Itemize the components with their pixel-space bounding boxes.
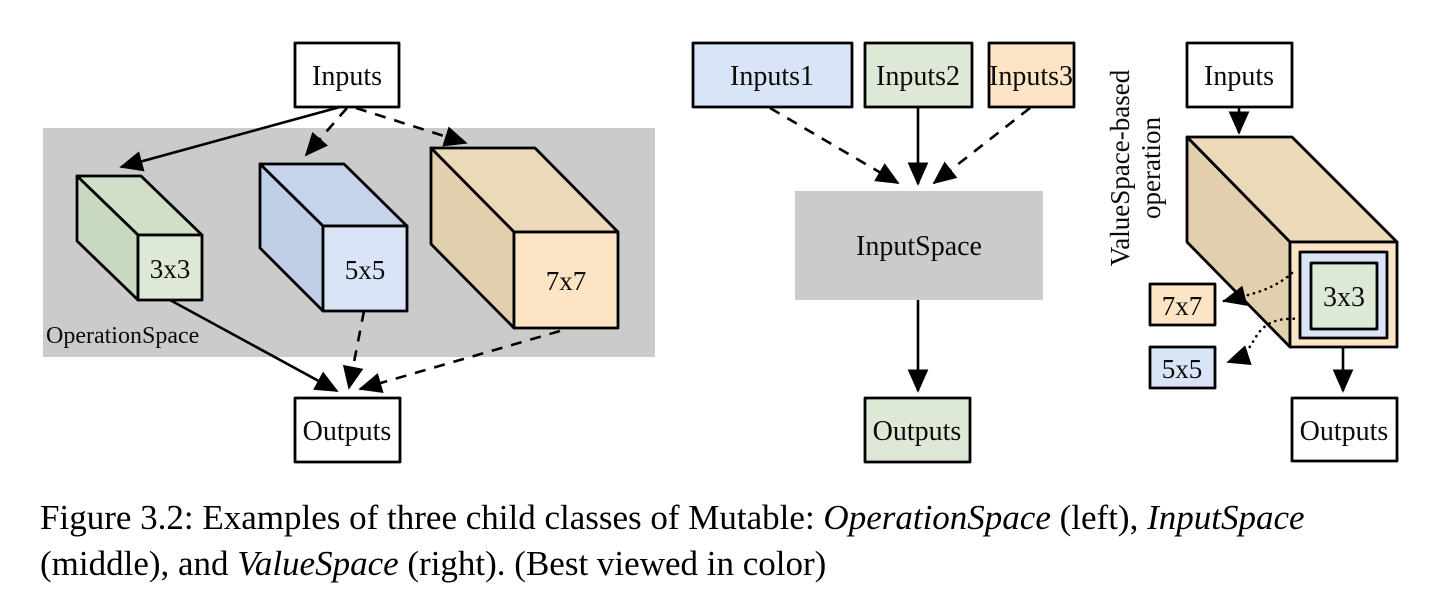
left-inputs-label: Inputs xyxy=(312,61,382,92)
box-5x5-front-face xyxy=(321,224,409,313)
inputs1-node: Inputs1 xyxy=(691,41,854,109)
right-outputs-box xyxy=(1290,396,1399,463)
input-space-diagram: Inputs1 Inputs2 Inputs3 InputSpace Outpu… xyxy=(691,41,1076,464)
inputs1-box xyxy=(691,41,854,109)
kernel-7x7-tag: 7x7 xyxy=(1148,282,1217,327)
right-outputs-node: Outputs xyxy=(1290,396,1399,463)
inputs3-label: Inputs3 xyxy=(989,61,1073,92)
arrow-7x7-to-outputs xyxy=(358,329,561,393)
inputs2-label: Inputs2 xyxy=(876,61,960,92)
right-outputs-label: Outputs xyxy=(1300,416,1389,447)
middle-outputs-node: Outputs xyxy=(863,396,972,464)
valuespace-core-3x3 xyxy=(1309,261,1379,331)
left-outputs-node: Outputs xyxy=(293,396,402,464)
inputspace-node: InputSpace xyxy=(795,191,1043,300)
dotted-arrow-to-5x5-tag xyxy=(1226,317,1302,366)
kernel-7x7-tag-label: 7x7 xyxy=(1162,291,1203,321)
caption-valuespace-italic: ValueSpace xyxy=(237,544,399,583)
operation-space-diagram: OperationSpace 3x3 5x5 7x7 xyxy=(43,41,655,464)
box-7x7-label: 7x7 xyxy=(546,266,587,296)
right-inputs-label: Inputs xyxy=(1204,61,1274,92)
valuespace-cuboid: 3x3 xyxy=(1185,135,1399,349)
kernel-5x5-tag: 5x5 xyxy=(1148,345,1217,390)
dotted-arrow-to-7x7-tag xyxy=(1222,271,1294,306)
operation-box-5x5: 5x5 xyxy=(258,162,409,313)
inputs3-node: Inputs3 xyxy=(987,41,1076,109)
caption-inputspace-italic: InputSpace xyxy=(1147,498,1305,537)
arrow-inputs3-to-inputspace xyxy=(932,106,1031,185)
inputspace-box xyxy=(795,191,1043,300)
valuespace-rotated-label-line2: operation xyxy=(1136,117,1166,219)
operation-space-label: OperationSpace xyxy=(46,323,199,349)
arrow-inputs-to-3x3 xyxy=(119,105,341,172)
inputs2-node: Inputs2 xyxy=(863,41,974,109)
left-inputs-node: Inputs xyxy=(293,41,401,109)
caption-text: (middle), and xyxy=(40,544,238,583)
caption-text: (right). (Best viewed in color) xyxy=(398,544,827,583)
kernel-7x7-tag-box xyxy=(1148,282,1217,327)
left-outputs-label: Outputs xyxy=(303,416,392,447)
arrow-inputs1-to-inputspace xyxy=(769,106,900,185)
arrow-5x5-to-outputs xyxy=(342,310,366,390)
value-space-diagram: ValueSpace-based operation Inputs 3x3 7x… xyxy=(1105,41,1399,463)
box-3x3-label: 3x3 xyxy=(150,254,191,284)
left-outputs-box xyxy=(293,396,402,464)
caption-text: (left), xyxy=(1050,498,1148,537)
right-inputs-box xyxy=(1185,41,1294,109)
figure-diagrams: OperationSpace 3x3 5x5 7x7 xyxy=(43,41,1399,464)
box-5x5-label: 5x5 xyxy=(345,255,386,285)
caption-text: Figure 3.2: Examples of three child clas… xyxy=(40,498,824,537)
inputspace-label: InputSpace xyxy=(856,231,982,262)
arrow-inputs-to-5x5 xyxy=(304,107,348,157)
figure-caption: Figure 3.2: Examples of three child clas… xyxy=(40,495,1438,587)
middle-outputs-label: Outputs xyxy=(873,416,962,447)
valuespace-rotated-label-line1: ValueSpace-based xyxy=(1105,69,1135,266)
kernel-5x5-tag-box xyxy=(1148,345,1217,390)
caption-operationspace-italic: OperationSpace xyxy=(823,498,1051,537)
inputs1-label: Inputs1 xyxy=(730,61,814,92)
arrow-3x3-to-outputs xyxy=(169,298,339,393)
box-7x7-front-face xyxy=(512,230,620,330)
operation-box-7x7: 7x7 xyxy=(429,146,620,330)
kernel-5x5-tag-label: 5x5 xyxy=(1162,354,1203,384)
valuespace-3x3-label: 3x3 xyxy=(1323,282,1365,313)
inputs3-box xyxy=(987,41,1076,109)
inputs2-box xyxy=(863,41,974,109)
left-inputs-box xyxy=(293,41,401,109)
middle-outputs-box xyxy=(863,396,972,464)
right-inputs-node: Inputs xyxy=(1185,41,1294,109)
